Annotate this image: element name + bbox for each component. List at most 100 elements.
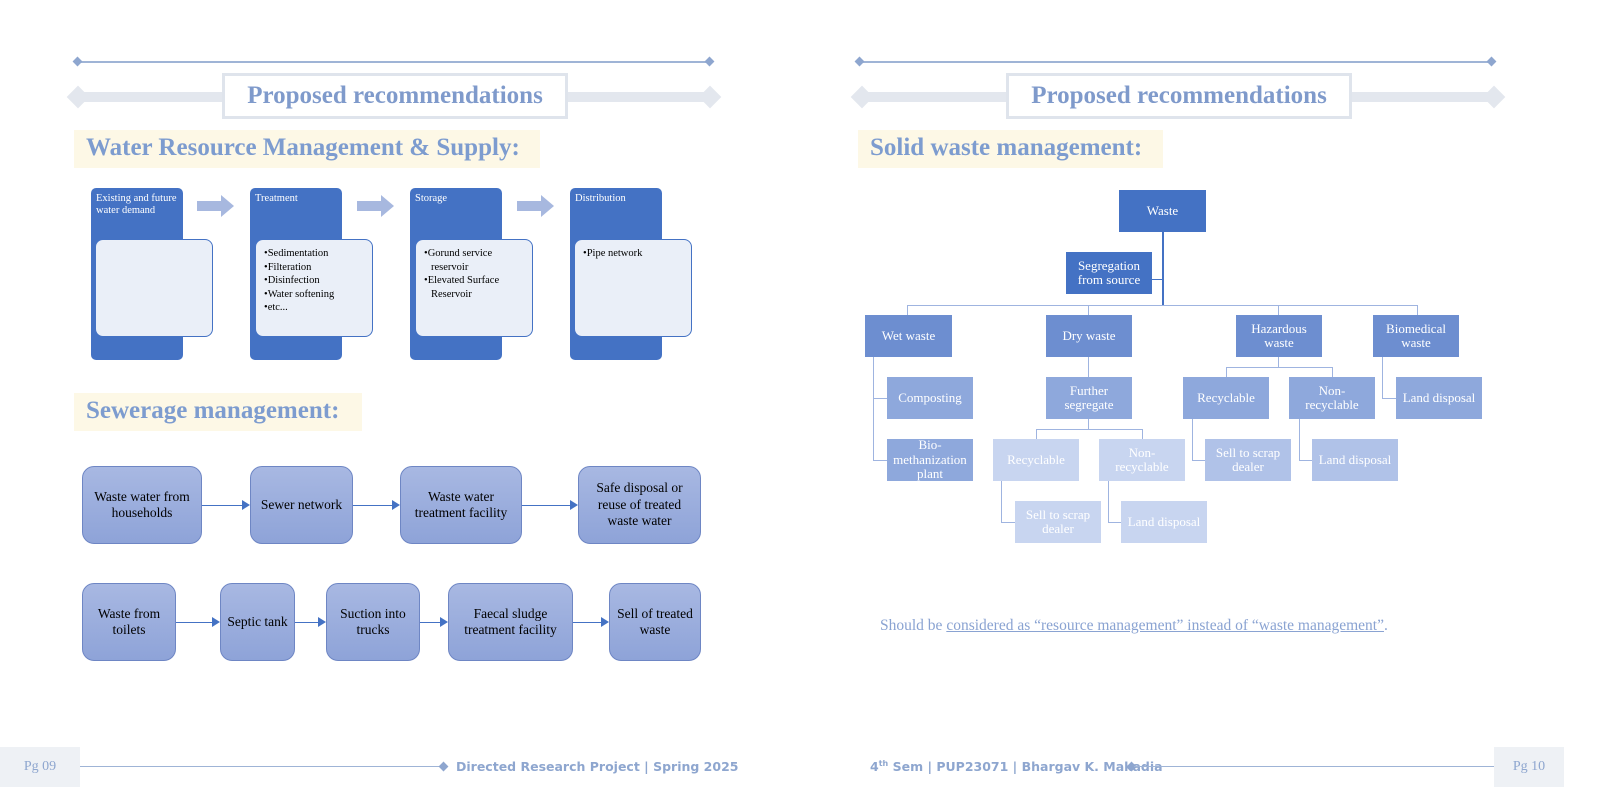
flow-connector [176,622,212,623]
tree-connector [907,305,1418,306]
tree-connector [873,357,874,461]
tree-node-dry-sell-scrap: Sell to scrap dealer [1015,501,1101,543]
rule-end-marker [72,56,83,67]
list-item: Sedimentation [264,247,366,261]
water-section-heading: Water Resource Management & Supply: [74,130,540,168]
water-step-label: Treatment [255,193,298,204]
tree-connector [1278,357,1279,367]
sewer-step: Suction into trucks [326,583,420,661]
sewer-step: Waste water treatment facility [400,466,522,544]
title-band-end [1482,85,1506,109]
header-rule [78,61,710,63]
tree-connector [1299,419,1300,461]
tree-node-haz-recyclable: Recyclable [1183,377,1269,419]
arrow-head-icon [318,617,326,627]
tree-connector [1332,367,1333,377]
flow-connector [353,505,392,506]
list-item: Water softening [264,288,366,302]
water-step-card: Gorund service reservoir Elevated Surfac… [415,239,533,337]
tree-connector [1162,232,1164,305]
sewer-step: Faecal sludge treatment facility [448,583,573,661]
tree-node-hazardous-waste: Hazardous waste [1236,315,1322,357]
tree-connector [1192,460,1206,461]
flow-connector [202,505,242,506]
tree-connector [1382,357,1383,399]
page-title: Proposed recommendations [222,73,568,119]
tree-connector [1226,367,1332,368]
water-step-label: Existing and future water demand [96,193,177,216]
sewer-step: Sewer network [250,466,353,544]
note-suffix: . [1383,617,1388,634]
list-item: Filteration [264,261,366,275]
arrow-right-icon [357,195,394,217]
tree-node-further-segregate: Further segregate [1046,377,1132,419]
tree-connector [1382,398,1396,399]
recommendation-note: Should be considered as “resource manage… [880,617,1388,635]
list-item: Elevated Surface Reservoir [424,274,526,301]
arrow-head-icon [570,500,578,510]
note-prefix: Should be [880,617,947,634]
tree-connector [1226,367,1227,377]
title-band-end [850,85,874,109]
footer-rule-marker [438,761,449,772]
flow-connector [420,622,440,623]
arrow-right-icon [517,195,554,217]
rule-end-marker [854,56,865,67]
header-rule [860,61,1492,63]
footer-rule [1134,766,1494,767]
tree-node-haz-nonrecyclable: Non-recyclable [1289,377,1375,419]
page-number: Pg 09 [0,747,80,787]
tree-connector [1108,522,1122,523]
note-emphasis: considered as “resource management” inst… [946,617,1384,634]
flow-connector [573,622,601,623]
water-step-card: Sedimentation Filteration Disinfection W… [255,239,373,337]
tree-node-segregation: Segregation from source [1066,252,1152,294]
tree-connector [1001,481,1002,523]
left-page: Proposed recommendations Water Resource … [0,0,800,800]
sewer-step: Safe disposal or reuse of treated waste … [578,466,701,544]
tree-node-dry-nonrecyclable: Non-recyclable [1099,439,1185,481]
tree-connector [1278,305,1279,316]
water-step-label: Distribution [575,193,626,204]
project-label: Directed Research Project | Spring 2025 [456,759,739,774]
sewer-step: Sell of treated waste [609,583,701,661]
footer-rule [80,766,442,767]
tree-connector [1088,419,1089,429]
tree-node-dry-recyclable: Recyclable [993,439,1079,481]
tree-connector [1142,429,1143,439]
sewer-section-heading: Sewerage management: [74,393,362,431]
page-number: Pg 10 [1494,747,1564,787]
tree-connector [1299,460,1313,461]
semester-suffix: th [878,759,889,768]
tree-connector [873,460,887,461]
arrow-head-icon [601,617,609,627]
author-details: Sem | PUP23071 | Bhargav K. Makadia [888,759,1163,775]
tree-connector [1152,279,1162,280]
rule-end-marker [1486,56,1497,67]
tree-connector [1001,522,1016,523]
tree-connector [1036,429,1142,430]
tree-node-haz-sell-scrap: Sell to scrap dealer [1205,439,1291,481]
list-item: Pipe network [583,247,685,261]
page-title: Proposed recommendations [1006,73,1352,119]
tree-node-dry-land-disposal: Land disposal [1121,501,1207,543]
tree-connector [1036,429,1037,439]
arrow-head-icon [242,500,250,510]
list-item: etc... [264,301,366,315]
arrow-head-icon [392,500,400,510]
sewer-step: Waste water from households [82,466,202,544]
tree-node-bio-land-disposal: Land disposal [1396,377,1482,419]
arrow-right-icon [197,195,234,217]
arrow-head-icon [212,617,220,627]
tree-node-haz-land-disposal: Land disposal [1312,439,1398,481]
tree-node-wet-waste: Wet waste [865,315,952,357]
title-band-end [66,85,90,109]
solid-waste-section-heading: Solid waste management: [858,130,1163,168]
flow-connector [295,622,318,623]
tree-connector [873,398,887,399]
water-step-card [95,239,213,337]
list-item: Gorund service reservoir [424,247,526,274]
tree-node-biomedical-waste: Biomedical waste [1373,315,1459,357]
title-band-end [698,85,722,109]
tree-node-waste: Waste [1119,190,1206,232]
